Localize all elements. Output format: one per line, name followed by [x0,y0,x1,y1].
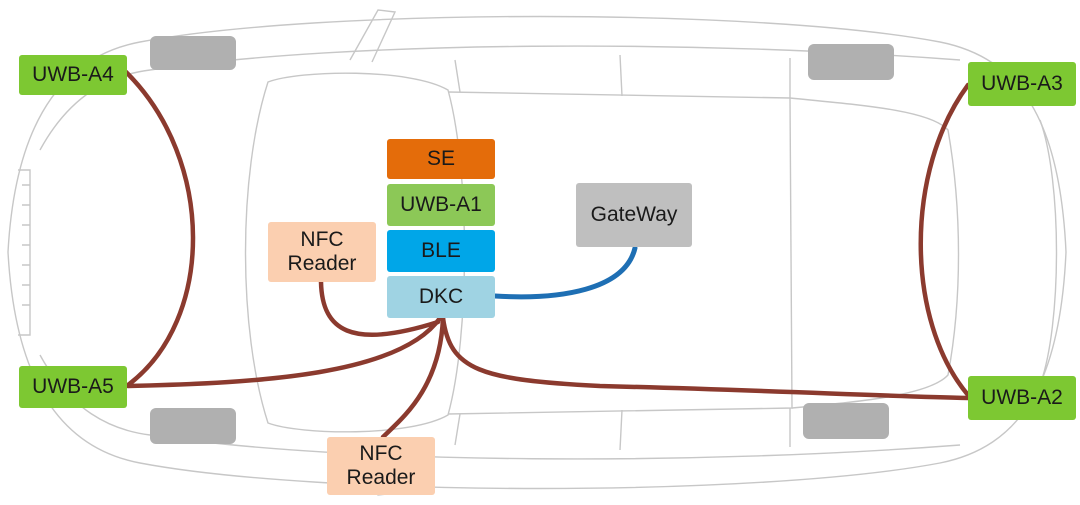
cable-a3-a2 [918,82,971,398]
cable-nfc-lower [380,315,446,440]
cable-a4-a5 [123,69,196,388]
wheel-rear-left [808,44,894,80]
car-body-outline [7,15,1067,490]
nfc-reader-lower-node: NFC Reader [327,437,435,495]
car-windshield [244,72,466,433]
uwb-cables [123,69,971,440]
nfc-reader-lower-line2: Reader [346,466,416,489]
gateway-node: GateWay [576,183,692,247]
se-node: SE [387,139,495,179]
car-side-line-bottom [149,434,961,460]
cable-a5-dkc [125,315,443,389]
nfc-reader-upper-line1: NFC [300,227,344,251]
wheel-front-right [150,408,236,444]
uwb-a1-node: UWB-A1 [387,184,495,226]
car-grille [18,169,31,336]
car-door-line-bottom [454,408,791,451]
car-rear-outline [1039,119,1058,386]
dkc-node: DKC [387,276,495,318]
uwb-a3-node: UWB-A3 [968,62,1076,106]
car-door-line-top [454,54,791,98]
nfc-reader-lower-line1: NFC [359,441,403,465]
cable-nfc-upper [318,279,441,337]
car-roof [447,91,793,415]
uwb-a4-label: UWB-A4 [32,62,114,86]
uwb-a5-node: UWB-A5 [19,366,127,408]
gateway-label: GateWay [590,202,678,226]
nfc-reader-upper-line2: Reader [287,252,357,275]
car-rear-window [789,97,960,409]
uwb-a4-node: UWB-A4 [19,55,127,95]
nfc-reader-upper-node: NFC Reader [268,222,376,282]
dkc-gateway-link [492,245,638,300]
uwb-a5-label: UWB-A5 [32,374,114,398]
uwb-a3-label: UWB-A3 [981,71,1063,95]
wheel-front-left [150,36,236,70]
uwb-a2-node: UWB-A2 [968,376,1076,420]
ble-node: BLE [387,230,495,272]
uwb-a1-label: UWB-A1 [400,192,482,216]
cable-dkc-a2 [440,315,971,401]
wheels [150,36,894,444]
ble-label: BLE [421,238,461,262]
se-label: SE [426,146,455,170]
uwb-a2-label: UWB-A2 [981,385,1063,409]
wheel-rear-right [803,403,889,439]
car-mirror-top [349,9,397,63]
dkc-label: DKC [418,284,464,308]
car-outline [7,9,1067,496]
